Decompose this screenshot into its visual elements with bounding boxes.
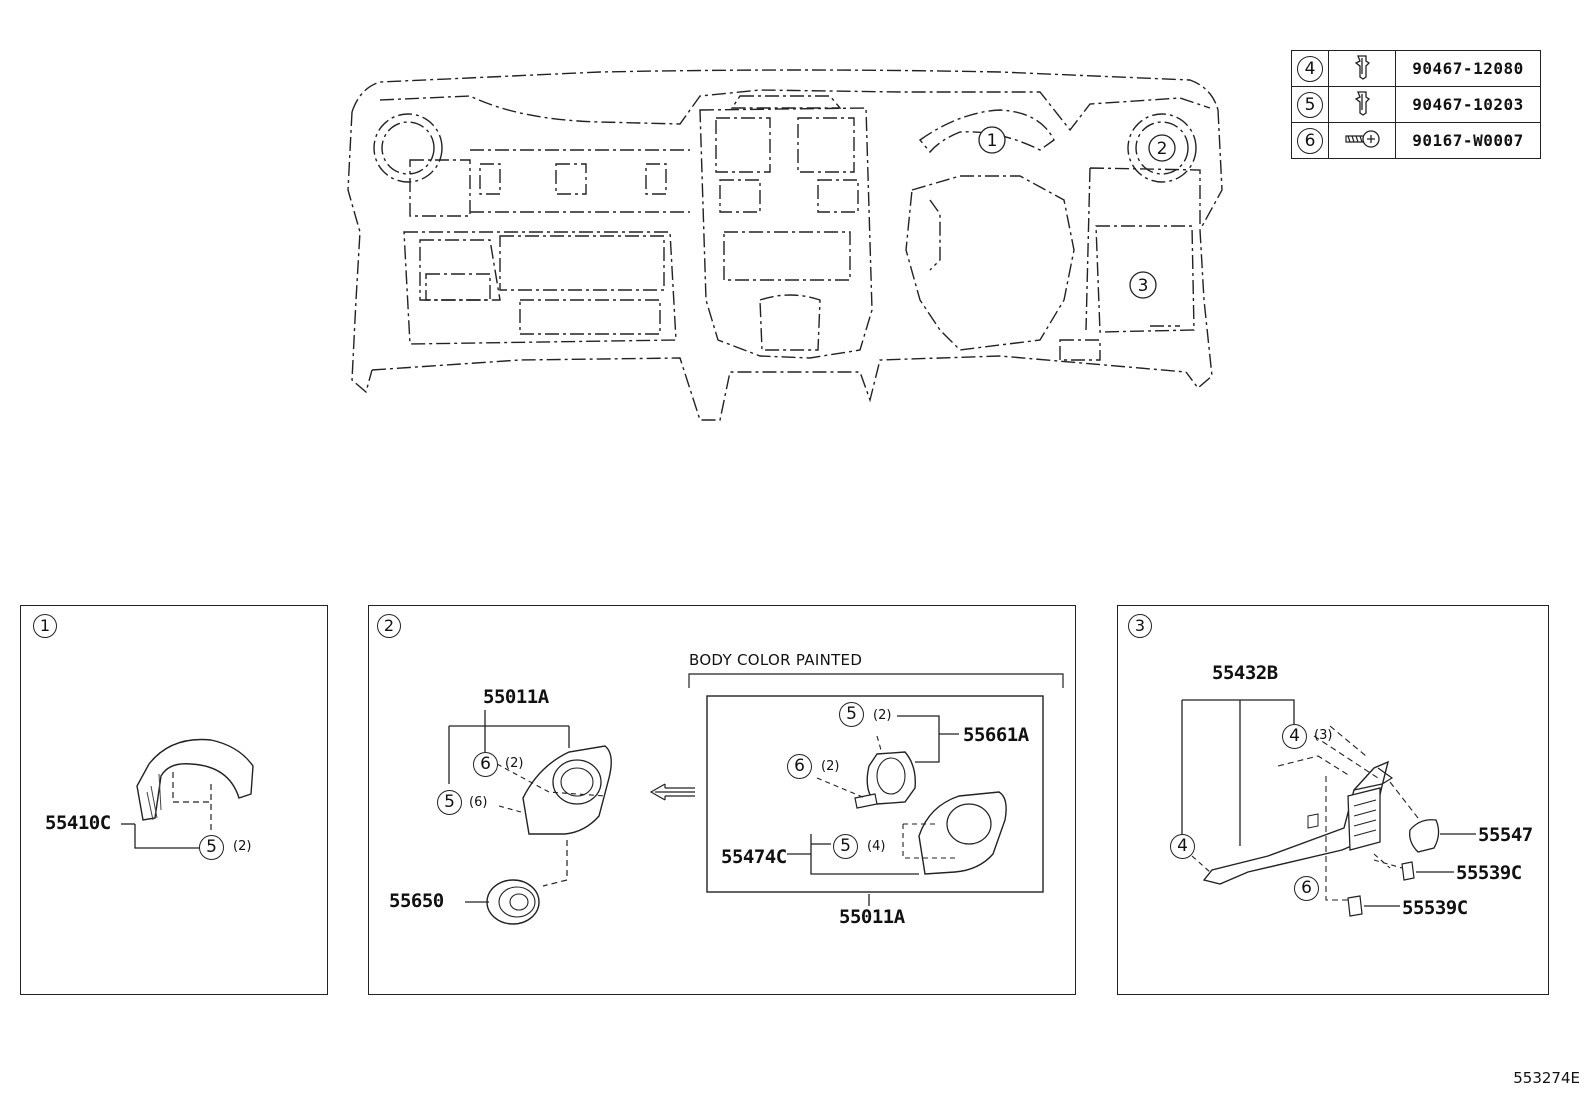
ref-circle: 5 [1297,91,1323,118]
detail-panel-3: 3 55432B 4 (3) 4 6 55547 55539C 55539C [1117,605,1549,995]
part-label: 55547 [1478,824,1533,846]
part-label: 55011A [483,686,549,708]
upper-cover-drawing [121,738,254,849]
figure-id: 553274E [1513,1069,1580,1087]
part-label: 55410C [45,812,111,834]
legend-row: 6 90167-W0007 [1291,122,1541,159]
detail-panel-1: 1 55410C 5 (2) [20,605,328,995]
clip-icon [1328,50,1396,87]
fastener-legend-table: 4 90467-12080 5 90467-10203 6 90167-W000… [1291,50,1541,159]
fastener-callout: 5 [199,835,224,860]
clip-callout: 5 [437,790,462,815]
part-label: 55474C [721,846,787,868]
detail-panel-2: 2 55011A 6 (2) 5 [368,605,1076,995]
part-number: 90467-12080 [1395,50,1541,87]
legend-row: 5 90467-10203 [1291,86,1541,123]
part-number: 90467-10203 [1395,86,1541,123]
overview-callout-3: 3 [1138,276,1149,296]
screw-qty: (2) [821,759,840,774]
ref-circle: 4 [1297,55,1323,82]
body-color-caption: BODY COLOR PAINTED [689,651,863,669]
panel-ref-circle: 2 [377,614,401,638]
part-label: 55011A [839,906,905,928]
lower-panel-drawing [1181,699,1476,917]
side-vent-drawing [448,673,1064,925]
panel-ref-circle: 3 [1128,614,1152,638]
clip-qty: (2) [873,708,892,723]
legend-row: 4 90467-12080 [1291,50,1541,87]
clip-callout: 4 [1170,834,1195,859]
clip-qty: (3) [1314,728,1333,743]
overview-callout-2: 2 [1157,139,1168,159]
screw-callout: 6 [473,752,498,777]
overview-callout-1: 1 [987,131,998,151]
clip-callout: 5 [833,834,858,859]
fastener-qty: (2) [233,839,252,854]
screw-qty: (2) [505,756,524,771]
screw-callout: 6 [787,754,812,779]
clip-qty: (6) [469,795,488,810]
ref-circle: 6 [1297,127,1323,154]
clip-qty: (4) [867,839,886,854]
part-label: 55661A [963,724,1029,746]
screw-callout: 6 [1294,876,1319,901]
panel-ref-circle: 1 [33,614,57,638]
part-label: 55432B [1212,662,1278,684]
part-number: 90167-W0007 [1395,122,1541,159]
part-label: 55539C [1402,897,1468,919]
clip-callout: 5 [839,702,864,727]
part-label: 55539C [1456,862,1522,884]
part-label: 55650 [389,890,444,912]
clip-callout: 4 [1282,724,1307,749]
